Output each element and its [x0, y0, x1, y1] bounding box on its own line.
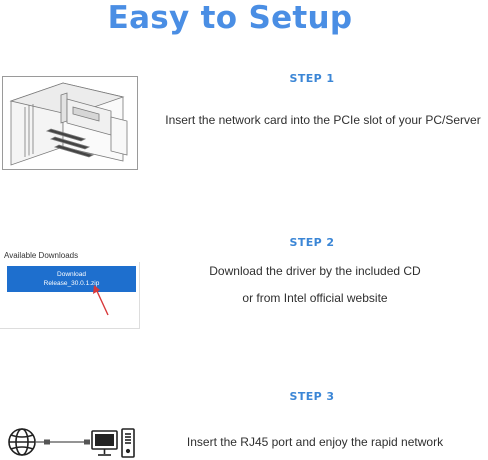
network-connection-illustration — [8, 428, 135, 458]
download-button-line2: Release_30.0.1.zip — [43, 280, 100, 287]
page-title: Easy to Setup — [107, 0, 353, 36]
download-button-line1: Download — [57, 271, 86, 278]
downloads-heading: Available Downloads — [4, 251, 79, 260]
red-arrow-icon — [93, 285, 109, 316]
downloads-panel — [0, 262, 140, 329]
step3-label: STEP 3 — [289, 390, 335, 403]
globe-icon — [8, 428, 36, 456]
desktop-computer-icon — [91, 428, 135, 458]
step1-text: Insert the network card into the PCIe sl… — [165, 113, 481, 127]
step3-text: Insert the RJ45 port and enjoy the rapid… — [186, 435, 444, 449]
step2-text-line2: or from Intel official website — [242, 291, 388, 305]
step2-label: STEP 2 — [289, 236, 335, 249]
step1-label: STEP 1 — [289, 72, 335, 85]
pc-case-illustration — [2, 76, 138, 170]
cable-icon — [35, 439, 90, 445]
download-button[interactable]: Download Release_30.0.1.zip — [7, 266, 136, 292]
step2-text-line1: Download the driver by the included CD — [209, 264, 421, 278]
